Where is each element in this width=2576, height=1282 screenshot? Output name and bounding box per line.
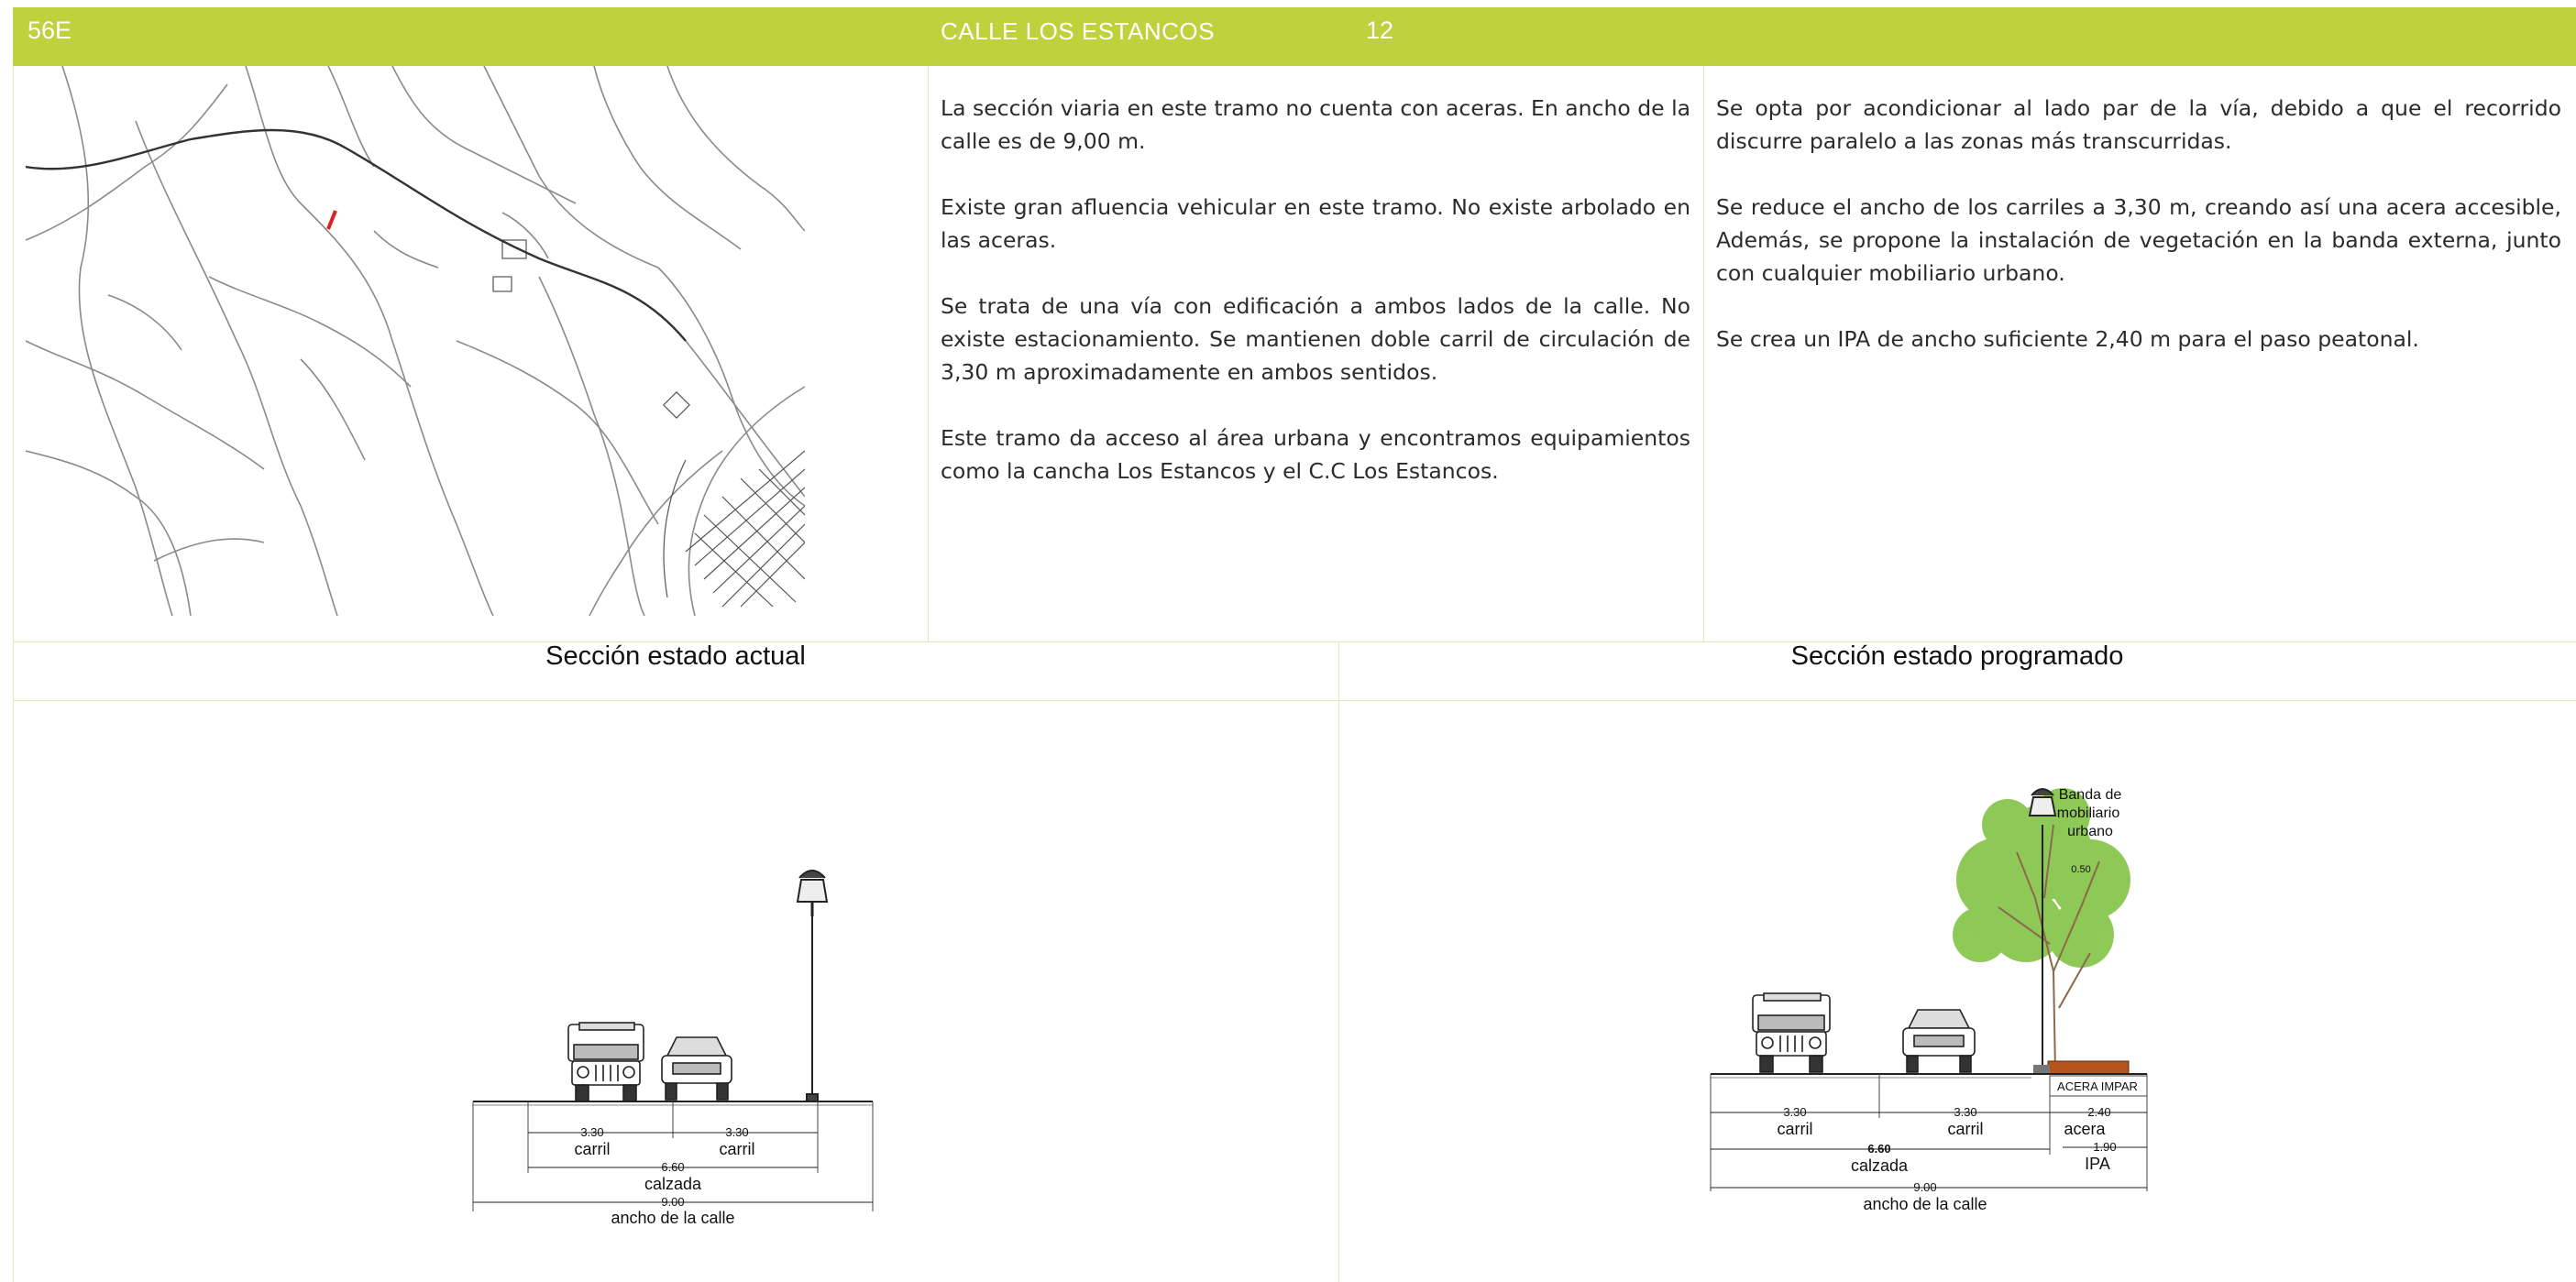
current-section-title: Sección estado actual bbox=[545, 641, 806, 671]
furniture-band-value: 0.50 bbox=[2071, 864, 2090, 875]
car-icon bbox=[661, 1036, 732, 1101]
divider-sections bbox=[1338, 641, 1339, 1282]
location-map bbox=[26, 66, 805, 616]
divider-left bbox=[13, 66, 14, 1282]
paragraph: Se opta por acondicionar al lado par de … bbox=[1716, 95, 2561, 154]
current-state-description: La sección viaria en este tramo no cuent… bbox=[941, 92, 1690, 520]
planned-section-title: Sección estado programado bbox=[1790, 641, 2124, 671]
page-number: 12 bbox=[1366, 16, 1394, 44]
lane1-value: 3.30 bbox=[1783, 1105, 1806, 1119]
paragraph: Se reduce el ancho de los carriles a 3,3… bbox=[1716, 194, 2561, 286]
sidewalk-value: 2.40 bbox=[2087, 1105, 2110, 1119]
street-title: CALLE LOS ESTANCOS bbox=[941, 17, 1215, 45]
jeep-icon bbox=[567, 1022, 644, 1102]
lane2-value: 3.30 bbox=[1954, 1105, 1976, 1119]
jeep-icon bbox=[1752, 992, 1831, 1073]
road-value: 6.60 bbox=[1867, 1142, 1890, 1156]
planter-band bbox=[2047, 1060, 2130, 1075]
tree-icon bbox=[1953, 788, 2130, 1073]
lane2-label: carril bbox=[1948, 1120, 1984, 1138]
paragraph: Existe gran afluencia vehicular en este … bbox=[941, 194, 1690, 253]
road-label: calzada bbox=[1851, 1156, 1909, 1175]
lane1-label: carril bbox=[1778, 1120, 1813, 1138]
sheet-code: 56E bbox=[28, 16, 72, 44]
ipa-value: 1.90 bbox=[2093, 1140, 2116, 1154]
divider-text bbox=[1703, 66, 1704, 641]
paragraph: Se trata de una vía con edificación a am… bbox=[941, 293, 1690, 385]
planned-cross-section: Banda de mobiliario urbano 0.50 ACERA IM… bbox=[1710, 787, 2148, 1213]
lane2-value: 3.30 bbox=[725, 1125, 748, 1139]
proposal-description: Se opta por acondicionar al lado par de … bbox=[1716, 92, 2561, 389]
car-icon bbox=[1902, 1009, 1976, 1073]
header-bar: 56E CALLE LOS ESTANCOS 12 bbox=[13, 7, 2576, 66]
current-cross-section: 3.30 carril 3.30 carril 6.60 calzada 9.0… bbox=[472, 870, 874, 1227]
street-width-label: ancho de la calle bbox=[611, 1209, 734, 1227]
street-lamp-icon bbox=[2028, 788, 2057, 1072]
paragraph: Este tramo da acceso al área urbana y en… bbox=[941, 425, 1690, 484]
street-width-value: 9.00 bbox=[661, 1195, 684, 1209]
sidewalk-tag: ACERA IMPAR bbox=[2057, 1079, 2138, 1093]
road-value: 6.60 bbox=[661, 1160, 684, 1174]
street-width-label: ancho de la calle bbox=[1863, 1195, 1987, 1213]
section-location-marker bbox=[326, 210, 337, 230]
road-label: calzada bbox=[644, 1175, 702, 1193]
paragraph: La sección viaria en este tramo no cuent… bbox=[941, 95, 1690, 154]
furniture-band-label: Banda de bbox=[2059, 787, 2122, 803]
street-width-value: 9.00 bbox=[1913, 1180, 1936, 1194]
paragraph: Se crea un IPA de ancho suficiente 2,40 … bbox=[1716, 326, 2419, 352]
sidewalk-label: acera bbox=[2064, 1120, 2106, 1138]
divider-top-row bbox=[13, 641, 2576, 642]
lane2-label: carril bbox=[720, 1140, 755, 1158]
street-lamp-icon bbox=[796, 870, 829, 1102]
furniture-band-label: mobiliario bbox=[2057, 805, 2120, 821]
curb bbox=[2033, 1065, 2050, 1074]
ipa-label: IPA bbox=[2085, 1155, 2110, 1173]
lane1-label: carril bbox=[575, 1140, 611, 1158]
lane1-value: 3.30 bbox=[580, 1125, 603, 1139]
furniture-band-label: urbano bbox=[2067, 824, 2113, 839]
street-network-map bbox=[26, 66, 805, 616]
divider-title-row bbox=[13, 700, 2576, 701]
divider-map bbox=[928, 66, 929, 641]
